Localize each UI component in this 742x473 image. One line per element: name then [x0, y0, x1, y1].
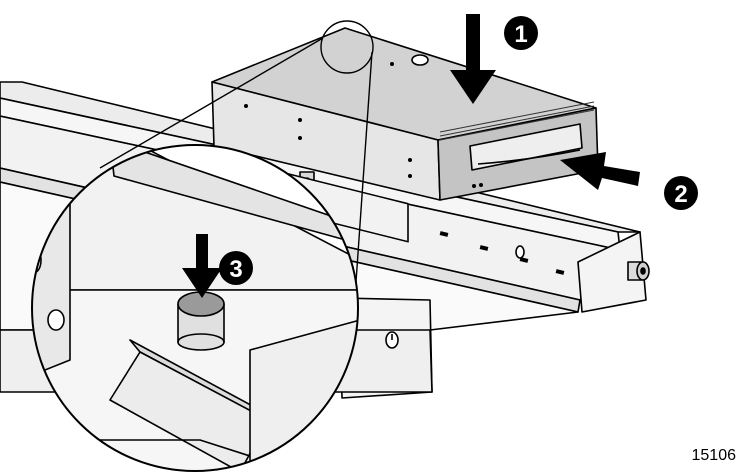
- push-button: [177, 291, 225, 351]
- callout-3-badge: [219, 251, 253, 285]
- side-screws: [244, 104, 412, 178]
- thumbscrew: [627, 261, 650, 281]
- bezel-stripes: [439, 101, 595, 141]
- tape-door: [477, 149, 581, 165]
- arrow-down-icon: [450, 14, 496, 104]
- callout-2-number: 2: [674, 181, 687, 208]
- drive-leds: [472, 183, 483, 188]
- callout-3: 3: [182, 234, 253, 298]
- arrow-down-icon: [182, 234, 222, 298]
- magnifier-leaders: [99, 20, 374, 283]
- right-bracket: [577, 231, 647, 313]
- tape-slot: [469, 123, 583, 171]
- callout-3-number: 3: [229, 256, 242, 283]
- magnified-detail: [31, 144, 359, 472]
- callout-1: 1: [450, 14, 538, 104]
- figure-id-label: 15106: [691, 447, 737, 464]
- arrow-left-icon: [560, 152, 640, 190]
- callout-2: 2: [560, 152, 698, 210]
- drive-top-hole: [411, 54, 429, 66]
- callout-1-number: 1: [514, 21, 527, 48]
- callout-1-badge: [504, 16, 538, 50]
- rail-hole: [515, 245, 525, 259]
- detail-origin-circle: [320, 20, 374, 74]
- callout-2-badge: [664, 176, 698, 210]
- tape-drive: [211, 27, 599, 243]
- power-icon: [385, 331, 399, 349]
